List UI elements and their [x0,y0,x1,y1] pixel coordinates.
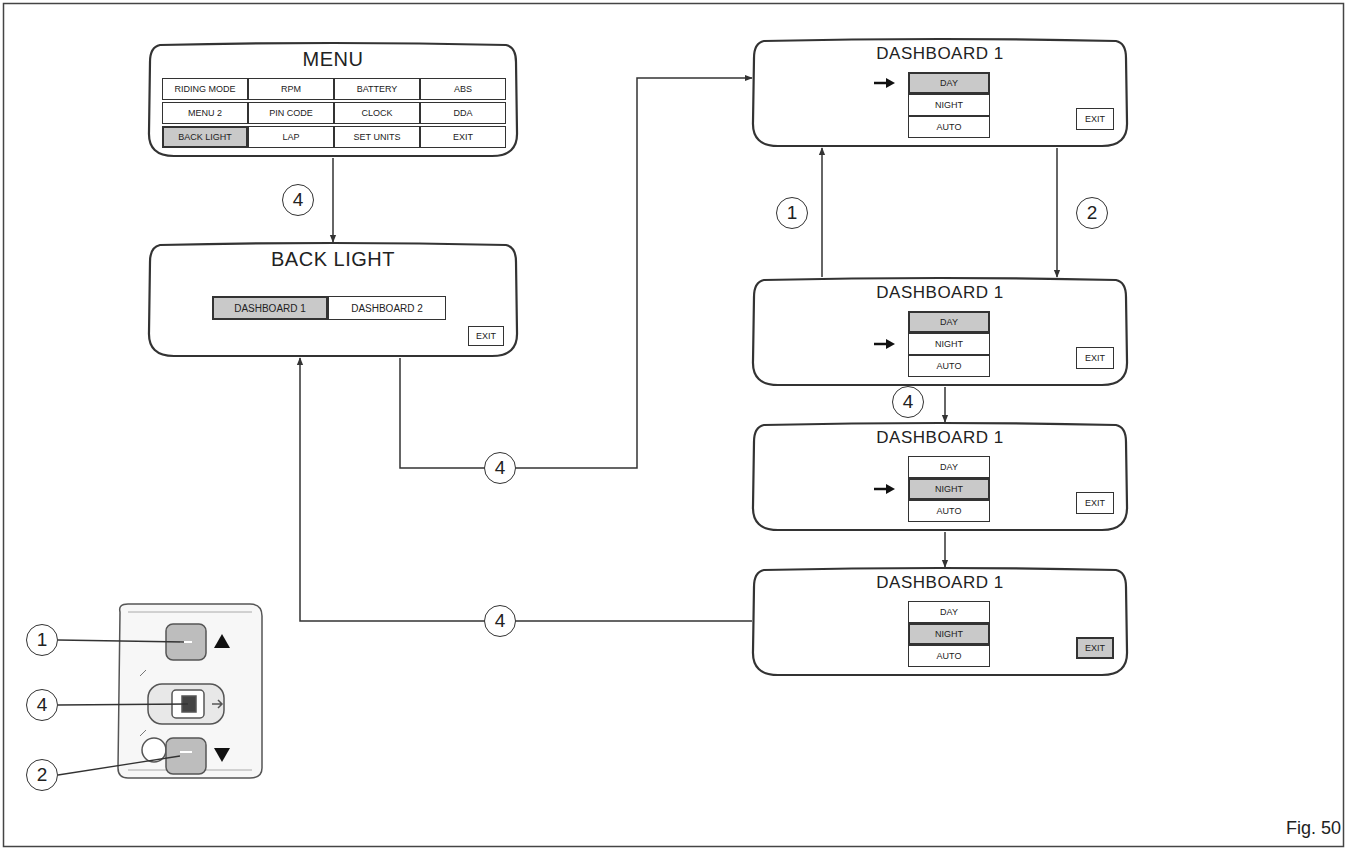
option-box: AUTO [908,500,990,522]
option-label: RIDING MODE [174,84,235,94]
display-screen: DASHBOARD 1 DASHBOARD 2 EXIT BACK LIGHT [148,242,518,358]
option-box: AUTO [908,116,990,138]
option-label: NIGHT [935,629,963,639]
option-label: RPM [281,84,301,94]
screen-title: DASHBOARD 1 [752,428,1128,448]
option-label: NIGHT [935,484,963,494]
option-label: SET UNITS [354,132,401,142]
selection-arrowhead [886,339,895,349]
callout-number: 2 [26,759,58,791]
callout-number: 4 [282,184,314,216]
option-box: DAY [908,311,990,333]
option-box: DASHBOARD 1 [212,296,328,320]
flow-arrow [821,148,823,277]
option-box: EXIT [420,126,506,148]
option-box: PIN CODE [248,102,334,124]
handlebar-switch [118,604,262,778]
option-label: PIN CODE [269,108,313,118]
option-box: EXIT [1076,637,1114,659]
option-label: LAP [282,132,299,142]
option-label: DASHBOARD 2 [351,303,423,314]
selection-arrowhead [886,484,895,494]
option-label: DAY [940,317,958,327]
option-box: NIGHT [908,478,990,500]
display-screen: DAY NIGHT AUTO EXIT DASHBOARD 1 [752,422,1128,532]
flow-arrow [944,387,946,422]
callout-number: 4 [484,452,516,484]
option-label: BACK LIGHT [178,132,232,142]
down-button [166,738,206,774]
option-box: RIDING MODE [162,78,248,100]
option-label: EXIT [1085,498,1105,508]
option-box: NIGHT [908,333,990,355]
callout-number: 4 [892,386,924,418]
option-box: NIGHT [908,94,990,116]
selection-arrowhead [886,78,895,88]
option-box: BACK LIGHT [162,126,248,148]
option-box: SET UNITS [334,126,420,148]
option-box: BATTERY [334,78,420,100]
option-box: ABS [420,78,506,100]
screen-title: BACK LIGHT [148,248,518,271]
callout-number: 1 [776,197,808,229]
option-label: AUTO [937,361,962,371]
option-box: DAY [908,72,990,94]
option-label: DAY [940,607,958,617]
option-box: EXIT [1076,492,1114,514]
screen-title: DASHBOARD 1 [752,573,1128,593]
display-screen: RIDING MODE RPM BATTERY ABS MENU 2 PIN CODE CL… [148,42,518,158]
option-label: NIGHT [935,100,963,110]
flow-arrow [944,532,946,567]
option-box: DASHBOARD 2 [328,296,446,320]
option-box: EXIT [1076,108,1114,130]
option-box: NIGHT [908,623,990,645]
option-label: EXIT [476,331,496,341]
leader-lines [58,640,188,775]
option-box: DAY [908,601,990,623]
display-screen: DAY NIGHT AUTO EXIT DASHBOARD 1 [752,277,1128,387]
option-label: MENU 2 [188,108,222,118]
screen-title: DASHBOARD 1 [752,44,1128,64]
screen-title: MENU [148,48,518,71]
option-box: MENU 2 [162,102,248,124]
option-label: EXIT [1085,643,1105,653]
flow-arrow [332,158,334,242]
option-box: DAY [908,456,990,478]
option-box: DDA [420,102,506,124]
option-box: CLOCK [334,102,420,124]
option-box: RPM [248,78,334,100]
option-label: EXIT [1085,353,1105,363]
option-box: LAP [248,126,334,148]
option-label: AUTO [937,651,962,661]
display-screen: DAY NIGHT AUTO EXIT DASHBOARD 1 [752,567,1128,677]
option-box: AUTO [908,645,990,667]
option-label: DAY [940,78,958,88]
flow-arrow [300,358,752,621]
down-triangle [214,748,230,762]
option-label: EXIT [1085,114,1105,124]
callout-number: 4 [484,605,516,637]
option-box: EXIT [468,326,504,346]
option-label: ABS [454,84,472,94]
screen-title: DASHBOARD 1 [752,283,1128,303]
option-box: AUTO [908,355,990,377]
option-label: DASHBOARD 1 [234,303,306,314]
up-triangle [214,634,230,648]
display-screen: DAY NIGHT AUTO EXIT DASHBOARD 1 [752,38,1128,148]
callout-number: 4 [26,689,58,721]
option-label: EXIT [453,132,473,142]
option-label: AUTO [937,122,962,132]
option-label: DAY [940,462,958,472]
option-label: AUTO [937,506,962,516]
option-label: CLOCK [361,108,392,118]
option-box: EXIT [1076,347,1114,369]
option-label: NIGHT [935,339,963,349]
flow-arrow [1056,148,1058,277]
figure-frame [4,4,1344,847]
option-label: DDA [453,108,472,118]
figure-label: Fig. 50 [1286,818,1341,839]
callout-number: 2 [1076,197,1108,229]
option-label: BATTERY [357,84,398,94]
callout-number: 1 [26,624,58,656]
